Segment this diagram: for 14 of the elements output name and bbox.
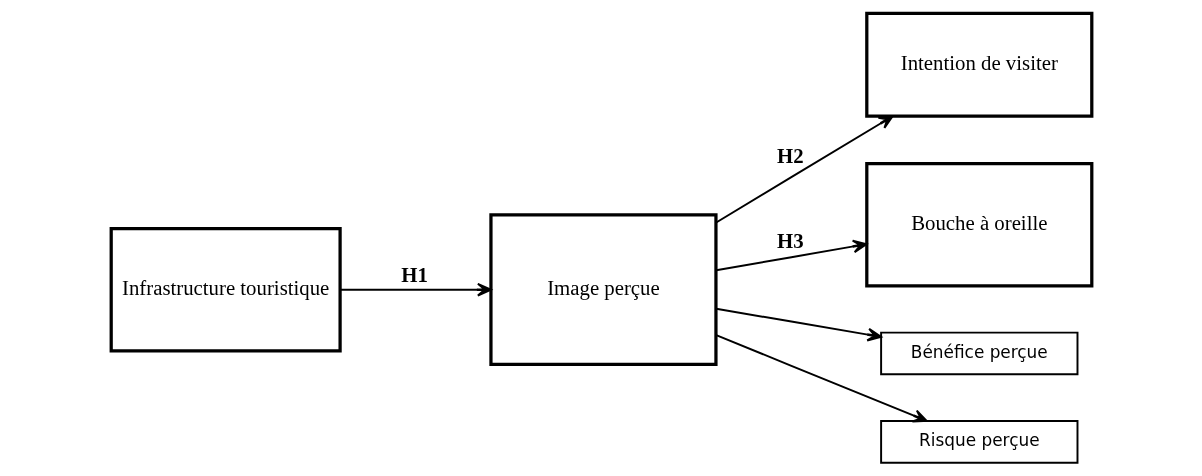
arrow	[339, 282, 492, 297]
arrow	[714, 307, 882, 342]
node-box: Risque perçue	[879, 420, 1078, 464]
node-box: Bénéfice perçue	[879, 331, 1078, 376]
node-box: Bouche à oreille	[864, 161, 1093, 288]
edge-label: H3	[776, 228, 804, 252]
arrow	[714, 239, 867, 272]
node-box: Image perçue	[488, 213, 718, 367]
node-box: Infrastructure touristique	[109, 226, 342, 353]
edge-label: H1	[400, 262, 428, 286]
edge-label: H2	[776, 144, 804, 168]
arrow	[714, 334, 928, 423]
node-box: Intention de visiter	[864, 11, 1093, 118]
arrow	[714, 115, 894, 224]
